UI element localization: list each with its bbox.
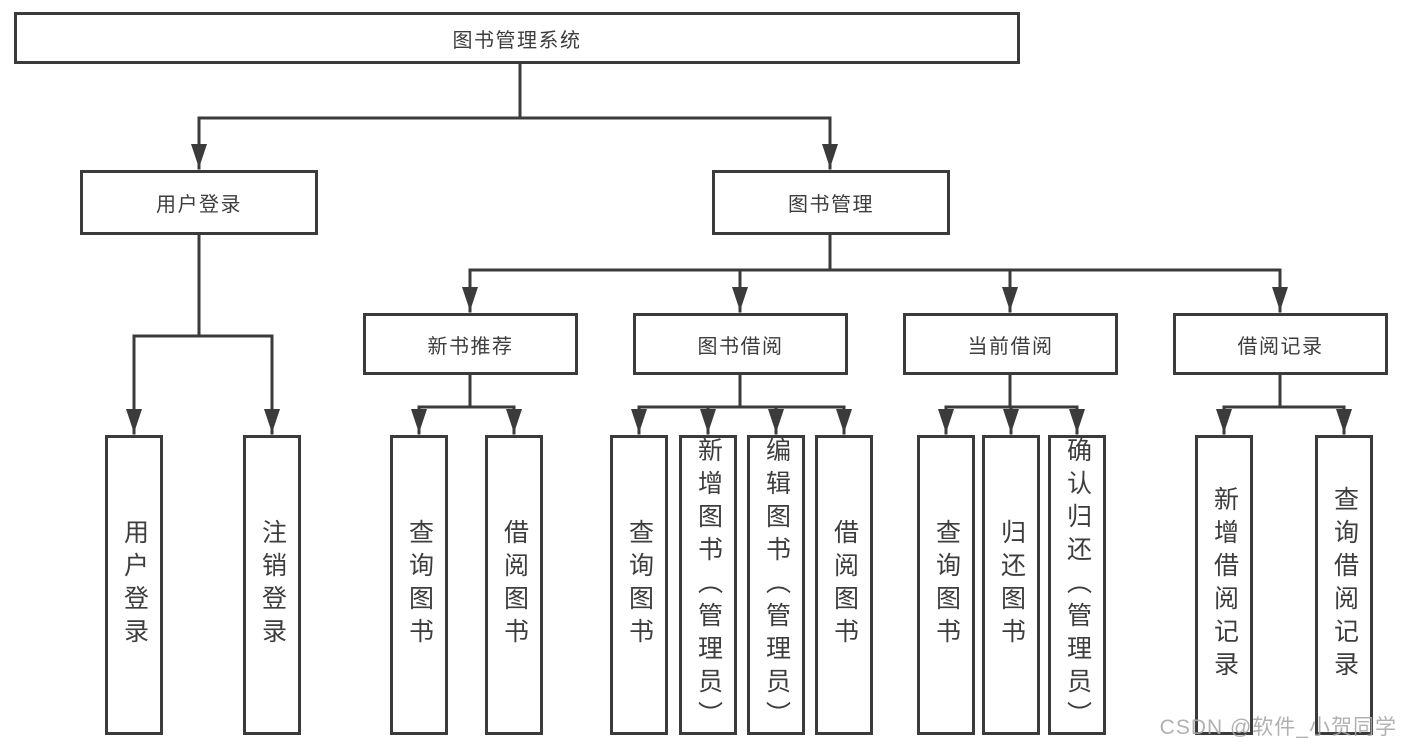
- node-label: 用户登录: [120, 519, 149, 651]
- node-query-borrow-record: 查询借阅记录: [1315, 435, 1373, 735]
- node-book-borrowing: 图书借阅: [633, 313, 848, 375]
- node-label: 新增图书（管理员）: [694, 436, 723, 734]
- node-new-book-recommendation: 新书推荐: [363, 313, 578, 375]
- node-query-books-current: 查询图书: [917, 435, 975, 735]
- node-label: 编辑图书（管理员）: [762, 436, 791, 734]
- node-label: 新增借阅记录: [1210, 486, 1239, 684]
- node-borrow-books-recommend: 借阅图书: [485, 435, 543, 735]
- node-query-books-borrow: 查询图书: [610, 435, 668, 735]
- node-label: 图书管理系统: [452, 29, 582, 52]
- node-label: 借阅记录: [1237, 335, 1324, 358]
- node-label: 图书借阅: [697, 335, 784, 358]
- node-library-management-system: 图书管理系统: [14, 12, 1020, 64]
- node-add-borrow-record: 新增借阅记录: [1195, 435, 1253, 735]
- node-label: 查询借阅记录: [1330, 486, 1359, 684]
- node-label: 新书推荐: [427, 335, 514, 358]
- node-borrow-books: 借阅图书: [815, 435, 873, 735]
- node-label: 确认归还（管理员）: [1063, 436, 1092, 734]
- node-logout: 注销登录: [243, 435, 301, 735]
- node-user-login-module: 用户登录: [80, 170, 318, 235]
- node-add-book-admin: 新增图书（管理员）: [679, 435, 737, 735]
- node-book-management-module: 图书管理: [712, 170, 950, 235]
- node-label: 归还图书: [997, 519, 1026, 651]
- node-label: 借阅图书: [830, 519, 859, 651]
- node-confirm-return-admin: 确认归还（管理员）: [1048, 435, 1106, 735]
- node-login-user: 用户登录: [105, 435, 163, 735]
- node-label: 图书管理: [788, 194, 874, 216]
- csdn-watermark: CSDN @软件_小贺同学: [1159, 716, 1397, 739]
- node-label: 查询图书: [932, 519, 961, 651]
- node-borrowing-records: 借阅记录: [1173, 313, 1388, 375]
- node-label: 用户登录: [156, 194, 242, 216]
- node-label: 查询图书: [405, 519, 434, 651]
- node-return-book: 归还图书: [982, 435, 1040, 735]
- node-label: 查询图书: [625, 519, 654, 651]
- node-query-books-recommend: 查询图书: [390, 435, 448, 735]
- node-label: 注销登录: [258, 519, 287, 651]
- node-label: 借阅图书: [500, 519, 529, 651]
- node-edit-book-admin: 编辑图书（管理员）: [747, 435, 805, 735]
- node-label: 当前借阅: [967, 335, 1054, 358]
- node-current-borrowing: 当前借阅: [903, 313, 1118, 375]
